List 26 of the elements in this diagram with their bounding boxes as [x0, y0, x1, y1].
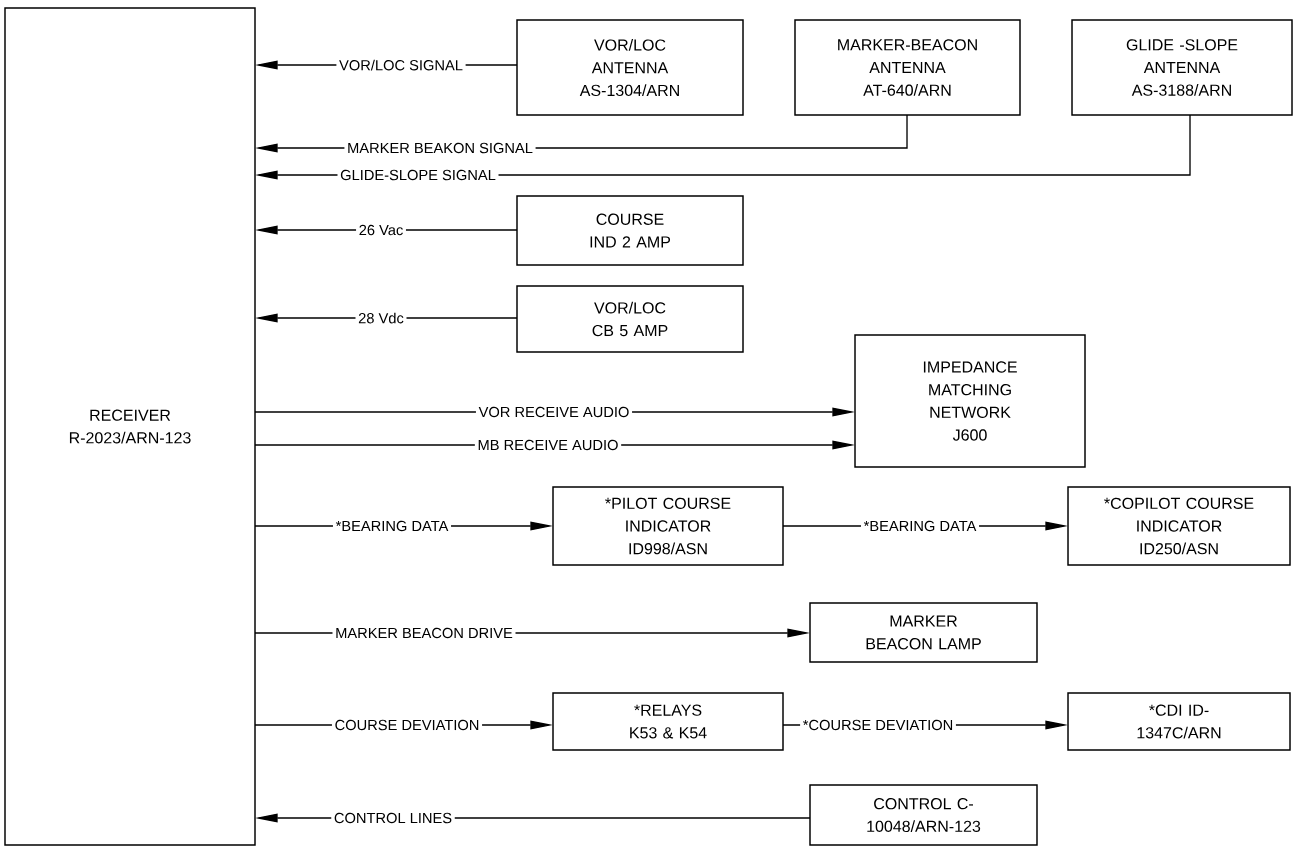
edge-label: *BEARING DATA	[860, 518, 980, 534]
edge-label: VOR RECEIVE AUDIO	[475, 404, 633, 420]
block-box: MARKER-BEACON ANTENNA AT-640/ARN	[794, 19, 1021, 116]
block-box: *CDI ID-1347C/ARN	[1067, 692, 1291, 751]
block-box: VOR/LOC ANTENNA AS-1304/ARN	[516, 19, 744, 116]
edge-label: 26 Vac	[356, 222, 406, 238]
block-box: COURSE IND 2 AMP	[516, 195, 744, 266]
edge-label: MARKER BEAKON SIGNAL	[344, 140, 536, 156]
block-box: *COPILOT COURSE INDICATOR ID250/ASN	[1067, 486, 1291, 566]
block-box: VOR/LOC CB 5 AMP	[516, 285, 744, 353]
edge-label: CONTROL LINES	[331, 810, 455, 826]
edge-label: COURSE DEVIATION	[331, 717, 483, 733]
edge-label: MARKER BEACON DRIVE	[332, 625, 516, 641]
block-box: *PILOT COURSE INDICATOR ID998/ASN	[552, 486, 784, 566]
block-box: *RELAYS K53 & K54	[552, 692, 784, 751]
edge-label: MB RECEIVE AUDIO	[474, 437, 622, 453]
block-box: CONTROL C-10048/ARN-123	[809, 784, 1038, 846]
block-box: IMPEDANCE MATCHING NETWORK J600	[854, 334, 1086, 468]
block-box: GLIDE -SLOPE ANTENNA AS-3188/ARN	[1071, 19, 1293, 116]
edge-label: GLIDE-SLOPE SIGNAL	[337, 167, 499, 183]
edge-label: 28 Vdc	[355, 309, 407, 327]
block-box: MARKER BEACON LAMP	[809, 602, 1038, 663]
edge-label: *COURSE DEVIATION	[800, 717, 956, 733]
edge-label: *BEARING DATA	[332, 518, 452, 534]
edge-label: VOR/LOC SIGNAL	[336, 56, 466, 74]
block-box: RECEIVER R-2023/ARN-123	[4, 7, 256, 846]
